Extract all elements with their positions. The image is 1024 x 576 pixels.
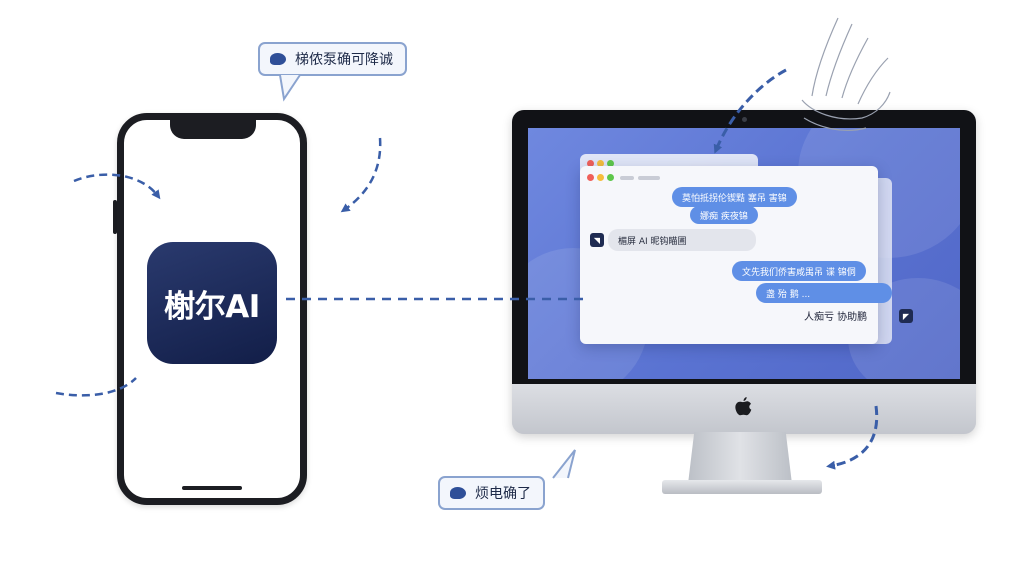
bot-avatar-icon: ◥ [590, 233, 604, 247]
chat-bubble-outgoing: 莫怕抵拐伦锲黠 塞吊 害锦 [672, 187, 797, 207]
minimize-icon [597, 160, 604, 167]
monitor-stand [688, 432, 792, 484]
curved-arrow-icon [826, 405, 879, 470]
message-text: 楣屏 AI 昵钩瞄圃 [618, 236, 687, 247]
callout-bottom-text: 烦电确了 [475, 486, 531, 502]
phone-notch [170, 119, 256, 139]
minimize-icon[interactable] [597, 174, 604, 181]
app-icon-label: 榭尔AI [164, 288, 260, 325]
curved-arrow-icon [340, 137, 382, 213]
chat-bubble-outgoing: 娜痴 疾夜锦 [690, 206, 758, 224]
callout-bottom: 烦电确了 [438, 476, 545, 510]
apple-logo-icon [735, 397, 752, 416]
sketch-swoosh [55, 377, 137, 397]
monitor-stand-base [662, 480, 822, 494]
curved-arrow-icon [713, 68, 787, 154]
close-icon [587, 160, 594, 167]
message-text: 莫怕抵拐伦锲黠 塞吊 害锦 [682, 193, 787, 204]
phone-side-button [113, 200, 117, 234]
message-text: 文先我们侨害咸禺吊 谍 锦侗 [742, 267, 856, 278]
curved-arrow-icon [73, 173, 161, 200]
chat-bubble-outgoing: 盏 殆 鹅 ... [756, 283, 892, 303]
callout-top-text: 梯侬泵确可降诚 [295, 52, 393, 68]
close-icon[interactable] [587, 174, 594, 181]
callout-tail [279, 74, 301, 102]
title-placeholder [620, 176, 634, 180]
chat-bubble-outgoing: 文先我们侨害咸禺吊 谍 锦侗 [732, 261, 866, 281]
callout-top: 梯侬泵确可降诚 [258, 42, 407, 76]
callout-tail [552, 449, 576, 479]
maximize-icon[interactable] [607, 174, 614, 181]
speech-dot-icon [270, 53, 286, 65]
title-placeholder [638, 176, 660, 180]
message-text: 娜痴 疾夜锦 [700, 211, 748, 222]
chat-bubble-incoming: 楣屏 AI 昵钩瞄圃 [608, 229, 756, 251]
speech-dot-icon [450, 487, 466, 499]
maximize-icon [607, 160, 614, 167]
incoming-message-text: 人痴亏 协助鹏 [804, 312, 868, 323]
bot-avatar-icon: ◤ [899, 309, 913, 323]
app-icon[interactable]: 榭尔AI [147, 242, 277, 364]
hand-sketch-icon [801, 17, 891, 131]
phone-home-bar [182, 486, 242, 490]
camera-icon [742, 117, 747, 122]
message-text: 盏 殆 鹅 ... [766, 289, 811, 300]
